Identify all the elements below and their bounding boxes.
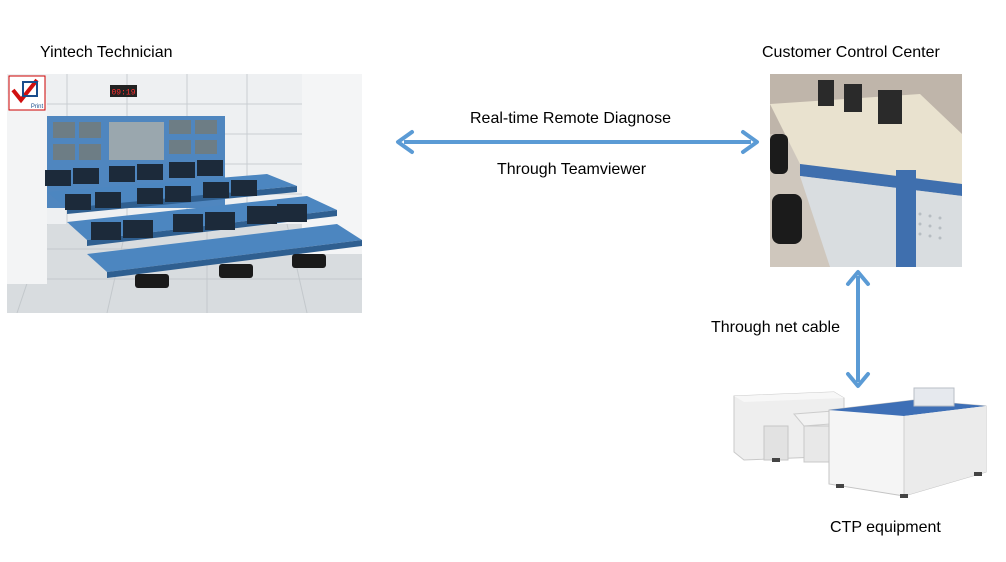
clock-display: 09:19 xyxy=(111,89,135,98)
control-center-image xyxy=(770,74,962,267)
technician-label: Yintech Technician xyxy=(40,44,173,61)
logo-text: Print xyxy=(31,104,44,110)
ctp-equipment-image xyxy=(724,386,990,504)
teamviewer-label: Through Teamviewer xyxy=(497,161,647,178)
net-cable-label: Through net cable xyxy=(711,319,840,336)
technician-room-image: 09:19 xyxy=(7,74,362,313)
remote-diagnose-label: Real-time Remote Diagnose xyxy=(470,110,671,127)
cable-link-arrow xyxy=(846,270,870,388)
control-center-label: Customer Control Center xyxy=(762,44,940,61)
remote-link-arrow xyxy=(396,130,759,154)
ctp-label: CTP equipment xyxy=(830,519,941,536)
